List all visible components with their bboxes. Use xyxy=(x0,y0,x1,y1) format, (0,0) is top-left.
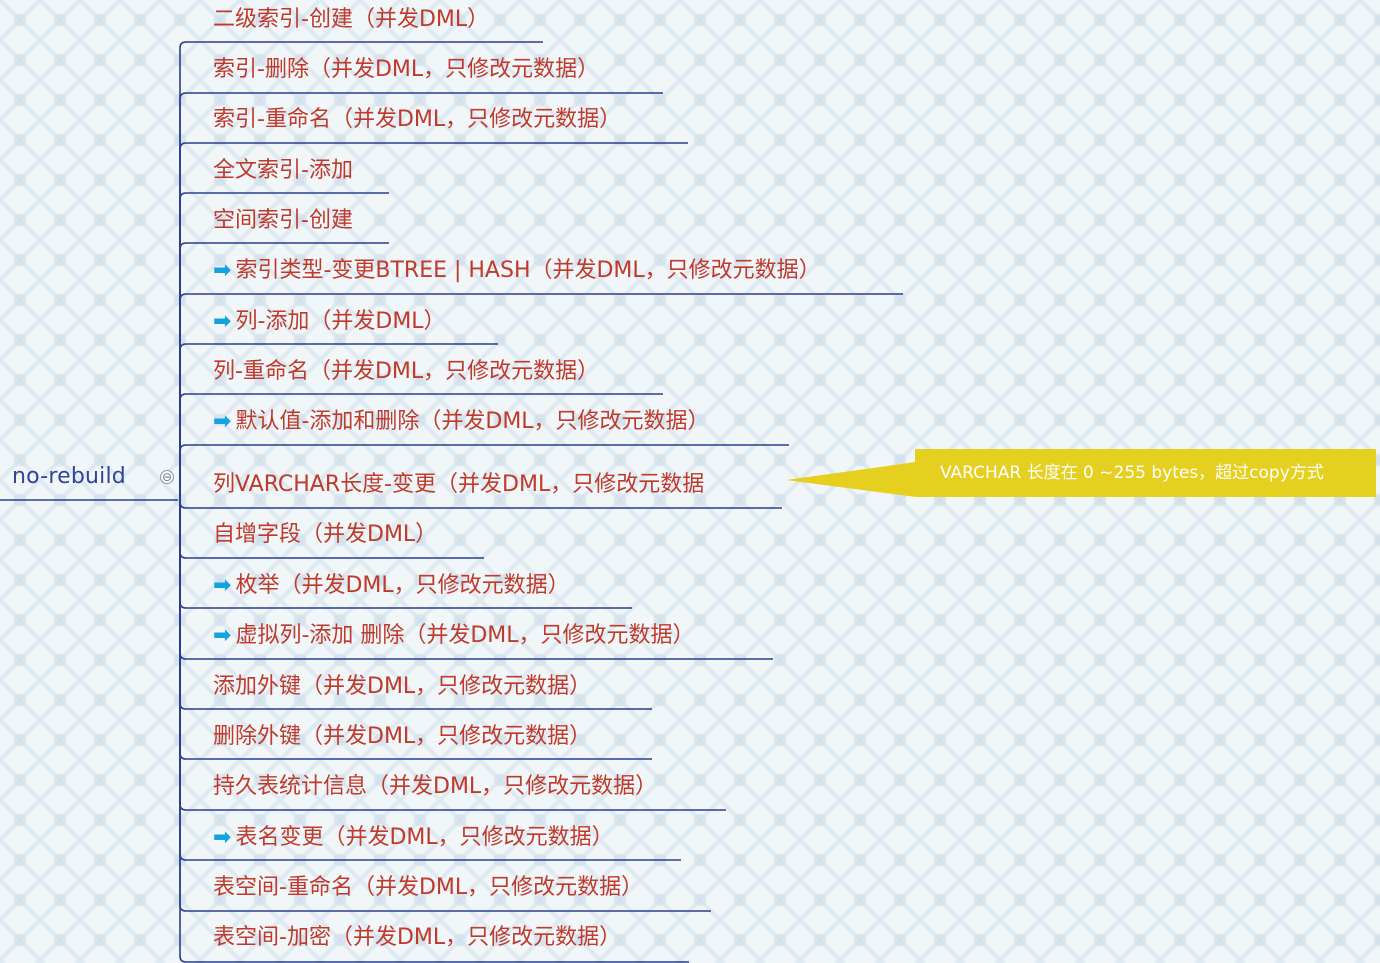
branch-label: 索引-删除（并发DML，只修改元数据） xyxy=(213,57,600,82)
branch-label: 表空间-重命名（并发DML，只修改元数据） xyxy=(213,875,644,900)
arrow-right-icon: ➡ xyxy=(213,825,232,850)
branch-node[interactable]: 索引-重命名（并发DML，只修改元数据） xyxy=(213,107,621,133)
arrow-right-icon: ➡ xyxy=(213,409,232,434)
branch-node[interactable]: 二级索引-创建（并发DML） xyxy=(213,7,489,33)
branch-label: 空间索引-创建 xyxy=(213,208,353,233)
branch-node[interactable]: 表空间-加密（并发DML，只修改元数据） xyxy=(213,925,621,951)
arrow-right-icon: ➡ xyxy=(213,258,232,283)
branch-line xyxy=(179,500,689,963)
branch-line xyxy=(179,343,498,500)
branch-label: 删除外键（并发DML，只修改元数据） xyxy=(213,724,592,749)
branch-label: 虚拟列-添加 删除（并发DML，只修改元数据） xyxy=(235,623,695,648)
branch-line xyxy=(179,142,688,500)
branch-node[interactable]: ➡虚拟列-添加 删除（并发DML，只修改元数据） xyxy=(213,623,695,649)
arrow-right-icon: ➡ xyxy=(213,623,232,648)
branch-label: 默认值-添加和删除（并发DML，只修改元数据） xyxy=(235,409,710,434)
branch-node[interactable]: 持久表统计信息（并发DML，只修改元数据） xyxy=(213,774,657,800)
branch-label: 表空间-加密（并发DML，只修改元数据） xyxy=(213,925,622,950)
branch-label: 列-添加（并发DML） xyxy=(235,309,446,334)
branch-line xyxy=(179,192,389,500)
callout-note[interactable]: VARCHAR 长度在 0 ~255 bytes，超过copy方式 xyxy=(915,449,1376,497)
callout-pointer xyxy=(786,462,916,497)
branch-node[interactable]: 表空间-重命名（并发DML，只修改元数据） xyxy=(213,875,643,901)
branch-label: 列-重命名（并发DML，只修改元数据） xyxy=(213,359,600,384)
branch-node[interactable]: ➡列-添加（并发DML） xyxy=(213,309,446,335)
branch-node[interactable]: ➡默认值-添加和删除（并发DML，只修改元数据） xyxy=(213,409,710,435)
branch-node[interactable]: 列-重命名（并发DML，只修改元数据） xyxy=(213,359,599,385)
arrow-right-icon: ➡ xyxy=(213,309,232,334)
branch-label: 添加外键（并发DML，只修改元数据） xyxy=(213,674,592,699)
branch-line xyxy=(179,500,782,509)
branch-label: 二级索引-创建（并发DML） xyxy=(213,7,490,32)
branch-node[interactable]: 自增字段（并发DML） xyxy=(213,522,437,548)
branch-line xyxy=(179,92,663,500)
branch-label: 索引类型-变更BTREE | HASH（并发DML，只修改元数据） xyxy=(235,258,821,283)
branch-line xyxy=(179,293,903,500)
branch-node[interactable]: 索引-删除（并发DML，只修改元数据） xyxy=(213,57,599,83)
branch-node[interactable]: 空间索引-创建 xyxy=(213,208,353,234)
branch-node[interactable]: 全文索引-添加 xyxy=(213,158,353,184)
branch-line xyxy=(179,242,389,500)
branch-label: 持久表统计信息（并发DML，只修改元数据） xyxy=(213,774,658,799)
branch-label: 表名变更（并发DML，只修改元数据） xyxy=(235,825,614,850)
branch-node[interactable]: 列VARCHAR长度-变更（并发DML，只修改元数据 xyxy=(213,472,704,498)
arrow-right-icon: ➡ xyxy=(213,573,232,598)
branch-node[interactable]: ➡表名变更（并发DML，只修改元数据） xyxy=(213,825,614,851)
branch-label: 枚举（并发DML，只修改元数据） xyxy=(235,573,570,598)
branch-node[interactable]: ➡枚举（并发DML，只修改元数据） xyxy=(213,573,570,599)
branch-line xyxy=(179,393,663,500)
branch-node[interactable]: 添加外键（并发DML，只修改元数据） xyxy=(213,674,591,700)
collapse-icon[interactable]: ⊖ xyxy=(160,470,174,484)
branch-label: 列VARCHAR长度-变更（并发DML，只修改元数据 xyxy=(213,472,705,497)
branch-label: 全文索引-添加 xyxy=(213,158,353,183)
branch-line xyxy=(179,444,789,500)
branch-label: 自增字段（并发DML） xyxy=(213,522,438,547)
branch-label: 索引-重命名（并发DML，只修改元数据） xyxy=(213,107,622,132)
branch-node[interactable]: ➡索引类型-变更BTREE | HASH（并发DML，只修改元数据） xyxy=(213,258,821,284)
branch-node[interactable]: 删除外键（并发DML，只修改元数据） xyxy=(213,724,591,750)
root-node-label[interactable]: no-rebuild xyxy=(12,464,126,489)
branch-line xyxy=(179,41,543,500)
